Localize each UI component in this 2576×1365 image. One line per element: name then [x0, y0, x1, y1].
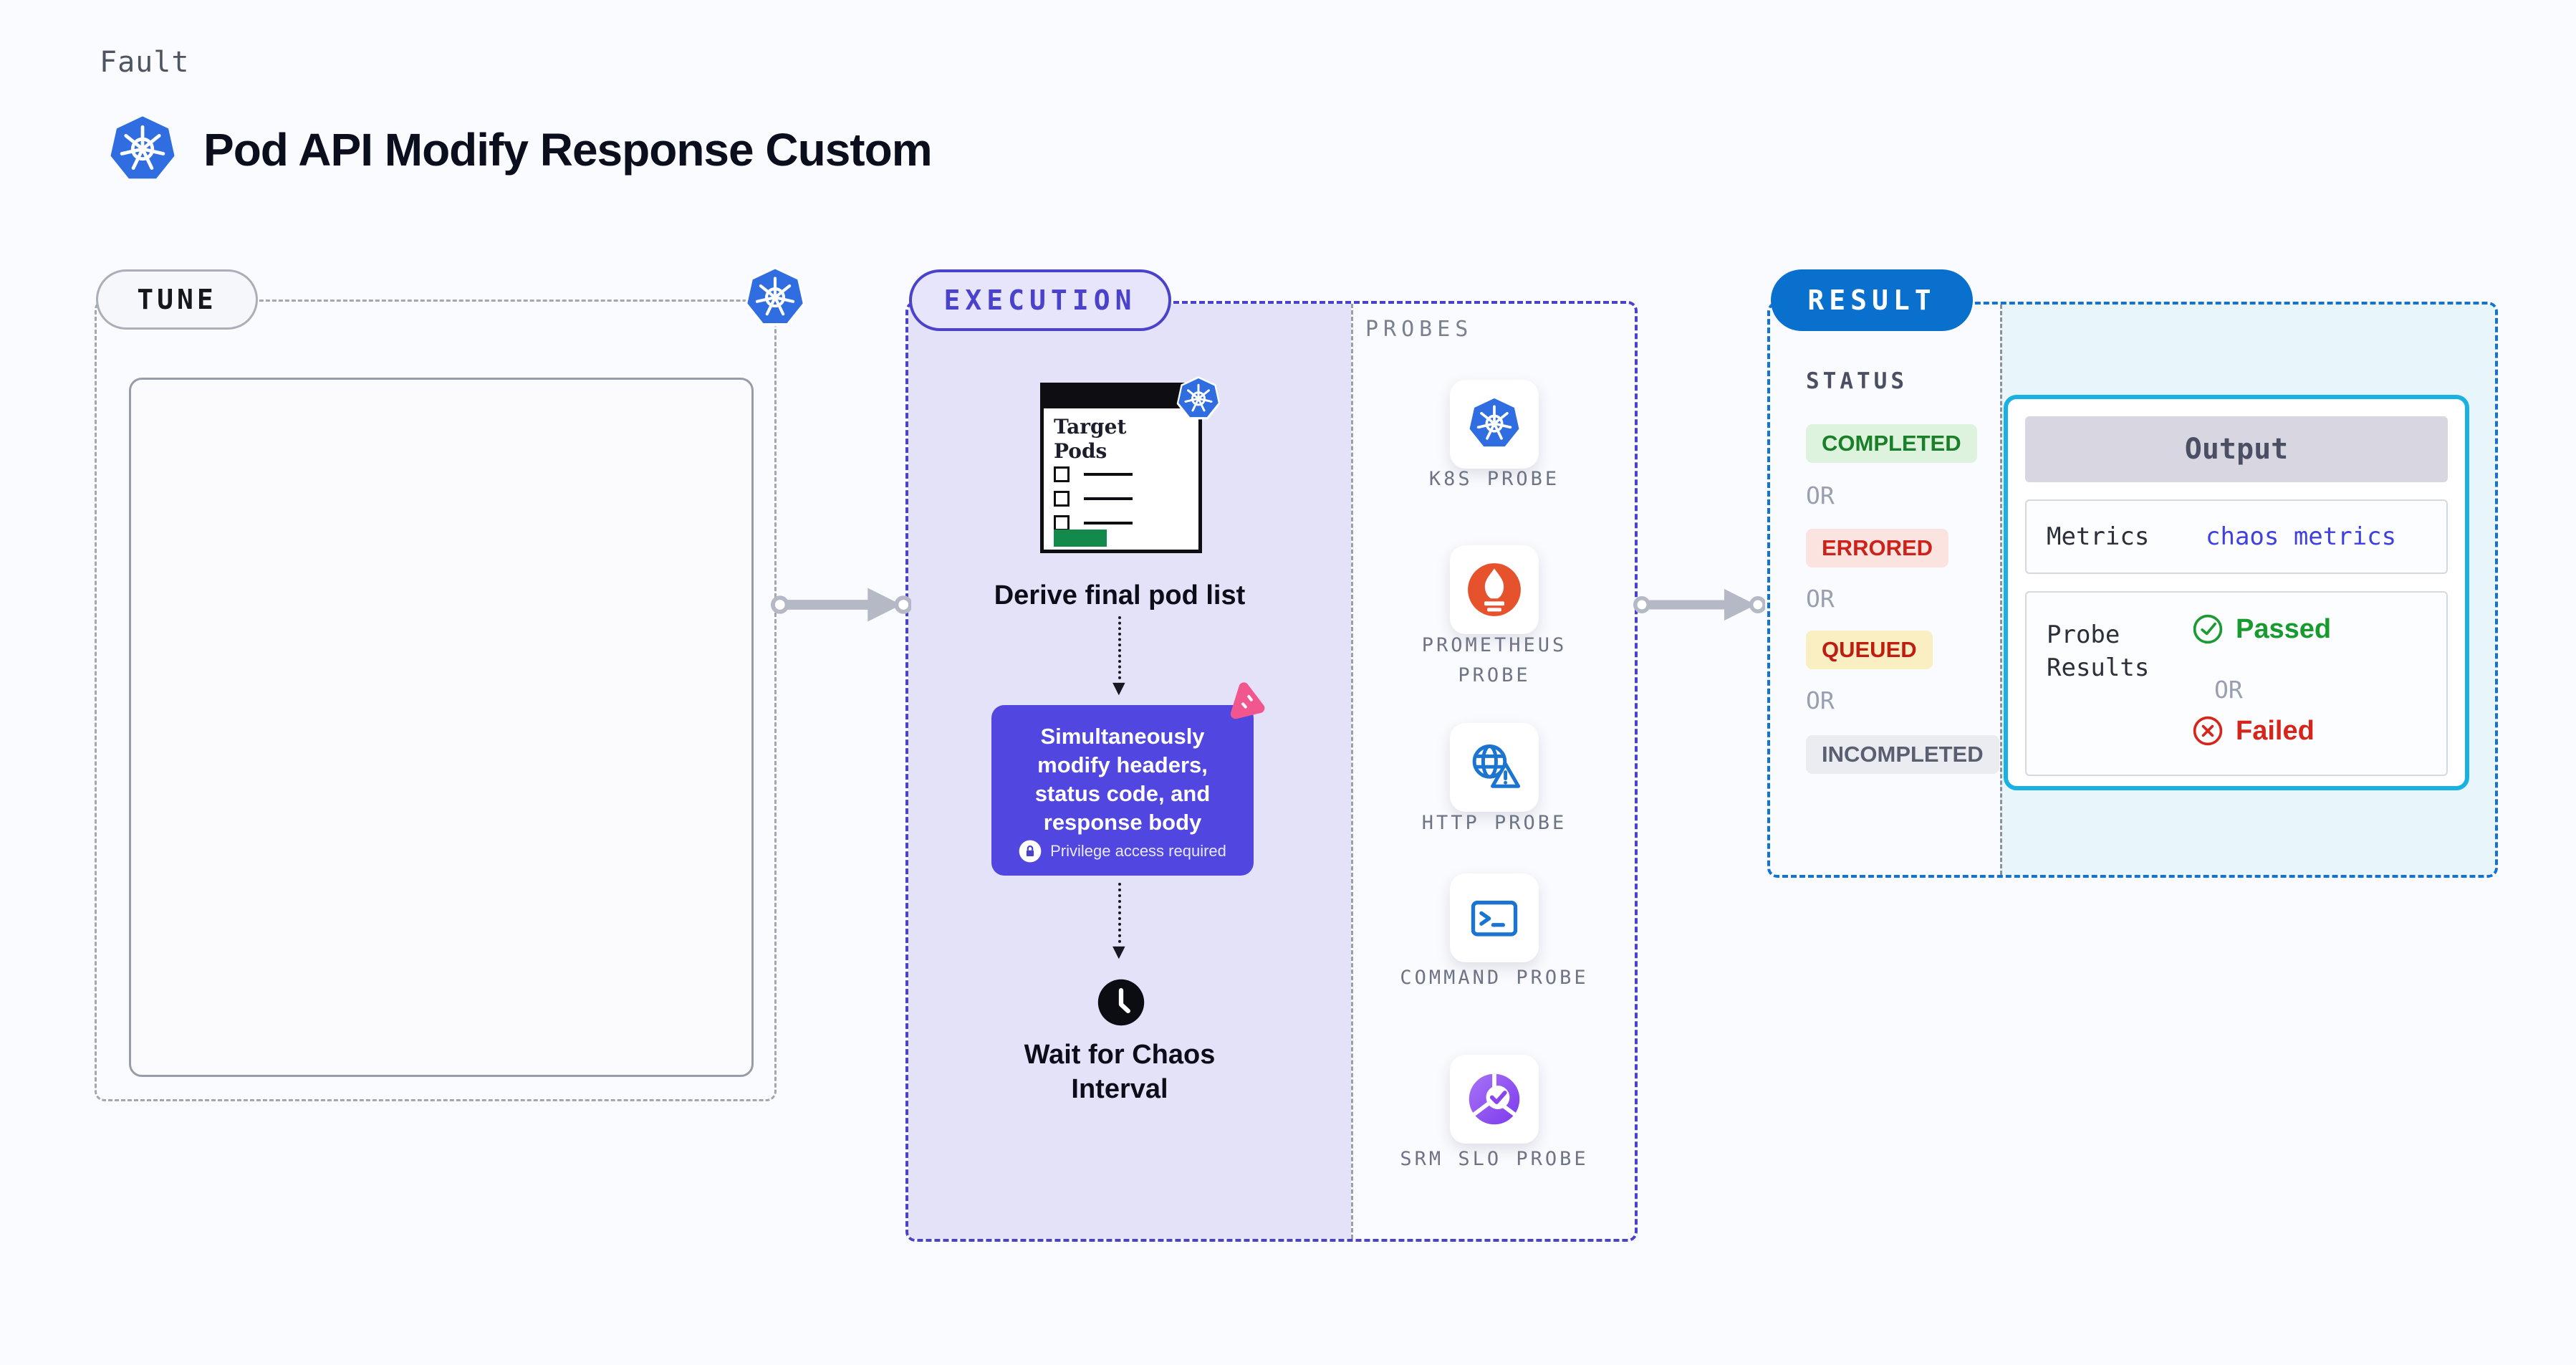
pod-line — [1084, 473, 1133, 476]
window-title-bar — [1043, 385, 1199, 408]
probe-results-row: Probe Results Passed OR — [2025, 591, 2448, 776]
or-separator: OR — [1806, 686, 1835, 714]
checkbox-icon — [1054, 491, 1070, 507]
probe-label: K8S PROBE — [1428, 468, 1560, 490]
or-separator: OR — [1806, 482, 1835, 509]
status-badge-errored: ERRORED — [1806, 529, 1949, 567]
kubernetes-icon — [742, 265, 808, 331]
page-title: Pod API Modify Response Custom — [203, 124, 933, 176]
target-pods-window: Target Pods — [1040, 383, 1202, 553]
probes-divider — [1351, 304, 1353, 1239]
target-pods-title: Target Pods — [1054, 415, 1127, 463]
status-badge-queued: QUEUED — [1806, 631, 1933, 669]
slo-pie-check-icon — [1469, 1073, 1520, 1125]
wait-step-label: Wait for Chaos Interval — [1024, 1040, 1216, 1104]
probe-card-srm-slo — [1450, 1055, 1539, 1144]
status-label: STATUS — [1806, 368, 1908, 394]
output-card: Output Metrics chaos metrics Probe Resul… — [2004, 395, 2469, 790]
probe-label: PROMETHEUS PROBE — [1421, 634, 1567, 686]
chaos-action-box: Simultaneously modify headers, status co… — [991, 705, 1254, 876]
failed-label: Failed — [2236, 715, 2315, 746]
kubernetes-icon — [1468, 397, 1521, 449]
prometheus-icon — [1468, 563, 1521, 616]
flow-dotted-line — [1118, 883, 1121, 943]
arrow-down-icon: ▼ — [1108, 940, 1130, 964]
or-separator: OR — [2214, 676, 2243, 704]
execution-to-result-arrow-icon — [1633, 582, 1765, 628]
user-inputs-card — [129, 378, 754, 1077]
metrics-label: Metrics — [2047, 522, 2150, 551]
tune-section — [95, 300, 777, 1101]
pod-line — [1084, 522, 1133, 525]
probe-label: SRM SLO PROBE — [1400, 1148, 1589, 1170]
probe-card-prometheus — [1450, 545, 1539, 634]
or-separator: OR — [1806, 585, 1835, 613]
result-divider — [2000, 305, 2002, 875]
pod-action-button — [1054, 530, 1107, 547]
probe-label: HTTP PROBE — [1421, 812, 1567, 834]
status-badge-completed: COMPLETED — [1806, 424, 1977, 463]
result-label-pill: RESULT — [1771, 269, 1973, 331]
pod-line — [1084, 497, 1133, 500]
tune-to-execution-arrow-icon — [771, 582, 911, 628]
probes-label: PROBES — [1365, 317, 1474, 342]
probe-results-label: Probe Results — [2047, 621, 2150, 682]
http-globe-icon — [1472, 744, 1521, 788]
probe-card-command — [1450, 873, 1539, 962]
probe-label: COMMAND PROBE — [1400, 967, 1589, 989]
checkbox-icon — [1054, 515, 1070, 531]
check-circle-icon — [2193, 614, 2223, 644]
flow-dotted-line — [1118, 616, 1121, 679]
metrics-value: chaos metrics — [2206, 522, 2397, 551]
terminal-icon — [1471, 901, 1518, 937]
passed-label: Passed — [2236, 613, 2332, 644]
fault-eyebrow: Fault — [100, 46, 190, 79]
execution-label-pill: EXECUTION — [909, 269, 1171, 331]
checkbox-icon — [1054, 466, 1070, 482]
tune-label-pill: TUNE — [96, 269, 258, 330]
metrics-row: Metrics chaos metrics — [2025, 499, 2448, 574]
derive-step-label: Derive final pod list — [994, 580, 1246, 610]
kubernetes-logo-icon — [105, 112, 181, 188]
chaos-experiment-icon — [1230, 682, 1265, 719]
x-circle-icon — [2193, 716, 2223, 746]
clock-icon — [1097, 979, 1145, 1026]
arrow-down-icon: ▼ — [1108, 676, 1130, 700]
privilege-note: Privilege access required — [1050, 842, 1226, 860]
output-title: Output — [2025, 416, 2448, 482]
status-badge-incompleted: INCOMPLETED — [1806, 735, 1999, 774]
kubernetes-icon — [1175, 375, 1222, 423]
probe-card-k8s — [1450, 380, 1539, 469]
lock-icon — [1019, 840, 1042, 863]
chaos-action-text: Simultaneously modify headers, status co… — [1034, 724, 1211, 835]
probe-card-http — [1450, 723, 1539, 812]
